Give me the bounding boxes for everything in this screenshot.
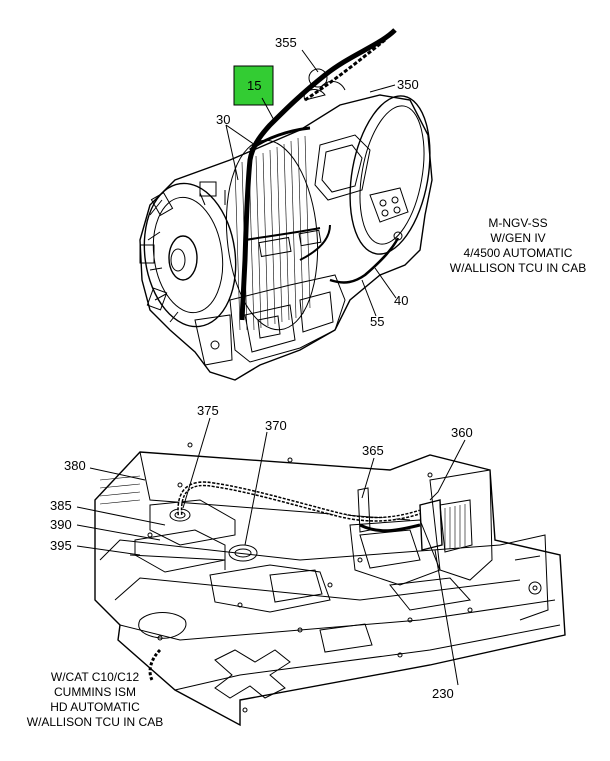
top-note-line-3: 4/4500 AUTOMATIC <box>464 246 573 260</box>
callout-370: 370 <box>265 418 287 433</box>
callout-40: 40 <box>394 293 408 308</box>
bottom-leader-lines <box>76 417 466 686</box>
top-note: M-NGV-SS W/GEN IV 4/4500 AUTOMATIC W/ALL… <box>450 216 586 275</box>
bottom-note-line-3: HD AUTOMATIC <box>50 700 140 714</box>
cab-floor-drawing <box>94 442 566 727</box>
callout-390: 390 <box>50 517 72 532</box>
callout-395: 395 <box>50 538 72 553</box>
callout-375: 375 <box>197 403 219 418</box>
callout-350: 350 <box>397 77 419 92</box>
top-note-line-2: W/GEN IV <box>490 231 545 245</box>
bottom-note-line-2: CUMMINS ISM <box>54 685 136 699</box>
callout-230: 230 <box>432 686 454 701</box>
callout-15: 15 <box>247 78 261 93</box>
top-leader-lines <box>225 49 397 317</box>
bottom-note: W/CAT C10/C12 CUMMINS ISM HD AUTOMATIC W… <box>27 670 163 729</box>
callout-380: 380 <box>64 458 86 473</box>
top-note-line-4: W/ALLISON TCU IN CAB <box>450 261 586 275</box>
transmission-drawing <box>139 28 433 381</box>
callout-385: 385 <box>50 498 72 513</box>
callout-365: 365 <box>362 443 384 458</box>
bottom-note-line-4: W/ALLISON TCU IN CAB <box>27 715 163 729</box>
callout-15-highlight <box>233 65 274 106</box>
callout-355: 355 <box>275 35 297 50</box>
callout-360: 360 <box>451 425 473 440</box>
callout-30: 30 <box>216 112 230 127</box>
bottom-note-line-1: W/CAT C10/C12 <box>51 670 140 684</box>
top-note-line-1: M-NGV-SS <box>488 216 547 230</box>
callout-55: 55 <box>370 314 384 329</box>
